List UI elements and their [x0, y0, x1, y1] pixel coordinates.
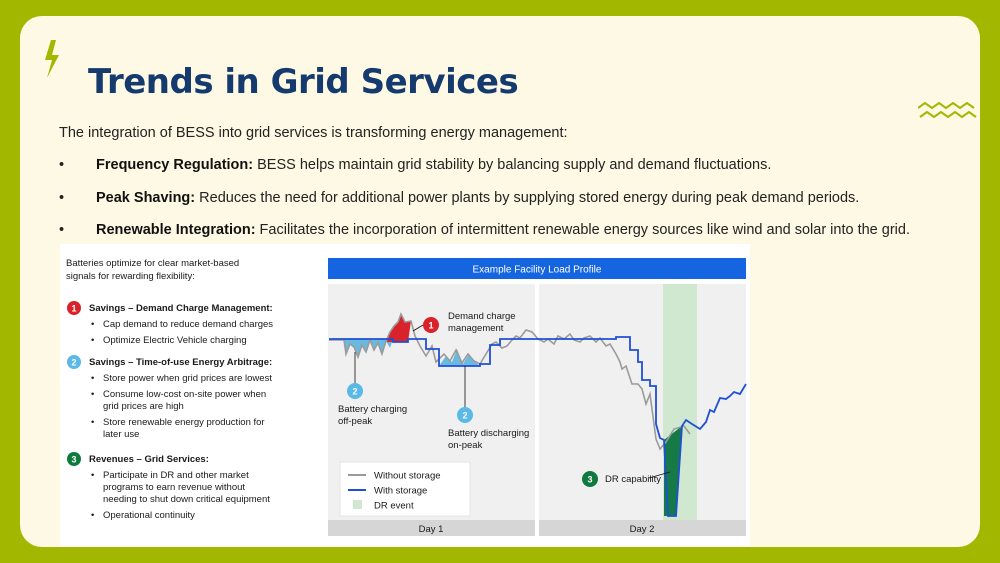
- bullet-heading: Peak Shaving:: [96, 190, 196, 206]
- load-profile-figure: Batteries optimize for clear market-base…: [60, 244, 750, 546]
- without-storage-line: [329, 312, 691, 451]
- section-2-item: later use: [103, 429, 139, 440]
- section-3-item: Operational continuity: [103, 510, 195, 521]
- bullet-frequency-regulation: • Frequency Regulation: BESS helps mainta…: [59, 157, 771, 173]
- day-1-axis-band: [328, 520, 535, 536]
- day-2-label: Day 2: [630, 524, 655, 535]
- with-storage-line: [329, 336, 747, 517]
- callout-3-num: 3: [587, 475, 592, 485]
- figure-intro-line: Batteries optimize for clear market-base…: [66, 258, 239, 269]
- list-bullet: •: [91, 319, 94, 330]
- page-title: Trends in Grid Services: [88, 62, 519, 102]
- list-bullet: •: [91, 373, 94, 384]
- section-3-badge-num: 3: [71, 455, 76, 465]
- section-1-item: Optimize Electric Vehicle charging: [103, 335, 247, 346]
- callout-1-num: 1: [428, 321, 433, 331]
- section-3-title: Revenues – Grid Services:: [89, 454, 209, 465]
- figure-intro-line: signals for rewarding flexibility:: [66, 271, 195, 282]
- bullet-marker: •: [59, 157, 65, 173]
- intro-text: The integration of BESS into grid servic…: [59, 125, 568, 141]
- section-2-title: Savings – Time-of-use Energy Arbitrage:: [89, 357, 272, 368]
- peak-shaving-area: [387, 314, 411, 342]
- bullet-heading: Renewable Integration:: [96, 222, 256, 238]
- section-2-item: Consume low-cost on-site power when: [103, 389, 266, 400]
- callout-2b-label: Battery discharging: [448, 428, 529, 439]
- bullet-heading: Frequency Regulation:: [96, 157, 254, 173]
- callout-2a-badge: [347, 383, 363, 399]
- section-1-title: Savings – Demand Charge Management:: [89, 303, 273, 314]
- bullet-text: Facilitates the incorporation of intermi…: [255, 222, 910, 238]
- list-bullet: •: [91, 470, 94, 481]
- day-2-axis-band: [539, 520, 746, 536]
- callout-3-badge: [582, 471, 598, 487]
- callout-1-badge: [423, 317, 439, 333]
- section-3-badge: [67, 452, 81, 466]
- bullet-text: Reduces the need for additional power pl…: [195, 190, 860, 206]
- chart-title: Example Facility Load Profile: [473, 265, 602, 276]
- section-3-item: programs to earn revenue without: [103, 482, 245, 493]
- day-2-panel: [539, 284, 746, 520]
- section-3-item: needing to shut down critical equipment: [103, 494, 270, 505]
- section-3-item: Participate in DR and other market: [103, 470, 249, 481]
- bullet-marker: •: [59, 222, 65, 238]
- bullet-renewable-integration: • Renewable Integration: Facilitates the …: [59, 222, 910, 238]
- bullet-text: BESS helps maintain grid stability by ba…: [253, 157, 772, 173]
- bullet-marker: •: [59, 190, 65, 206]
- callout-2a-label: Battery charging: [338, 404, 407, 415]
- legend-dr-event-swatch: [353, 500, 362, 509]
- callout-2b-label: on-peak: [448, 440, 483, 451]
- legend-dr-event: DR event: [374, 501, 414, 512]
- list-bullet: •: [91, 389, 94, 400]
- list-bullet: •: [91, 510, 94, 521]
- legend-without-storage: Without storage: [374, 471, 441, 482]
- slide: Trends in Grid Services The integration …: [20, 16, 980, 547]
- callout-2a-num: 2: [352, 387, 357, 397]
- day-1-label: Day 1: [419, 524, 444, 535]
- section-2-badge-num: 2: [71, 358, 76, 368]
- chart-header-bar: [328, 258, 746, 279]
- callout-3-leader: [648, 471, 671, 479]
- list-bullet: •: [91, 335, 94, 346]
- section-1-badge: [67, 301, 81, 315]
- callout-1-label: Demand charge: [448, 311, 516, 322]
- callout-2a-label: off-peak: [338, 416, 372, 427]
- figure-graphic: Batteries optimize for clear market-base…: [66, 258, 747, 536]
- section-2-item: Store power when grid prices are lowest: [103, 373, 272, 384]
- callout-2b-badge: [457, 407, 473, 423]
- section-1-item: Cap demand to reduce demand charges: [103, 319, 273, 330]
- lightning-bolt-icon: [45, 40, 59, 78]
- section-2-item: Store renewable energy production for: [103, 417, 265, 428]
- list-bullet: •: [91, 417, 94, 428]
- section-2-item: grid prices are high: [103, 401, 184, 412]
- callout-3-label: DR capability: [605, 474, 661, 485]
- section-2-badge: [67, 355, 81, 369]
- callout-1-label: management: [448, 323, 504, 334]
- callout-1-leader: [412, 324, 424, 332]
- zigzag-wave-icon: [918, 102, 977, 119]
- section-1-badge-num: 1: [71, 304, 76, 314]
- legend-with-storage: With storage: [374, 486, 427, 497]
- callout-2b-num: 2: [462, 411, 467, 421]
- bullet-peak-shaving: • Peak Shaving: Reduces the need for addi…: [59, 190, 859, 206]
